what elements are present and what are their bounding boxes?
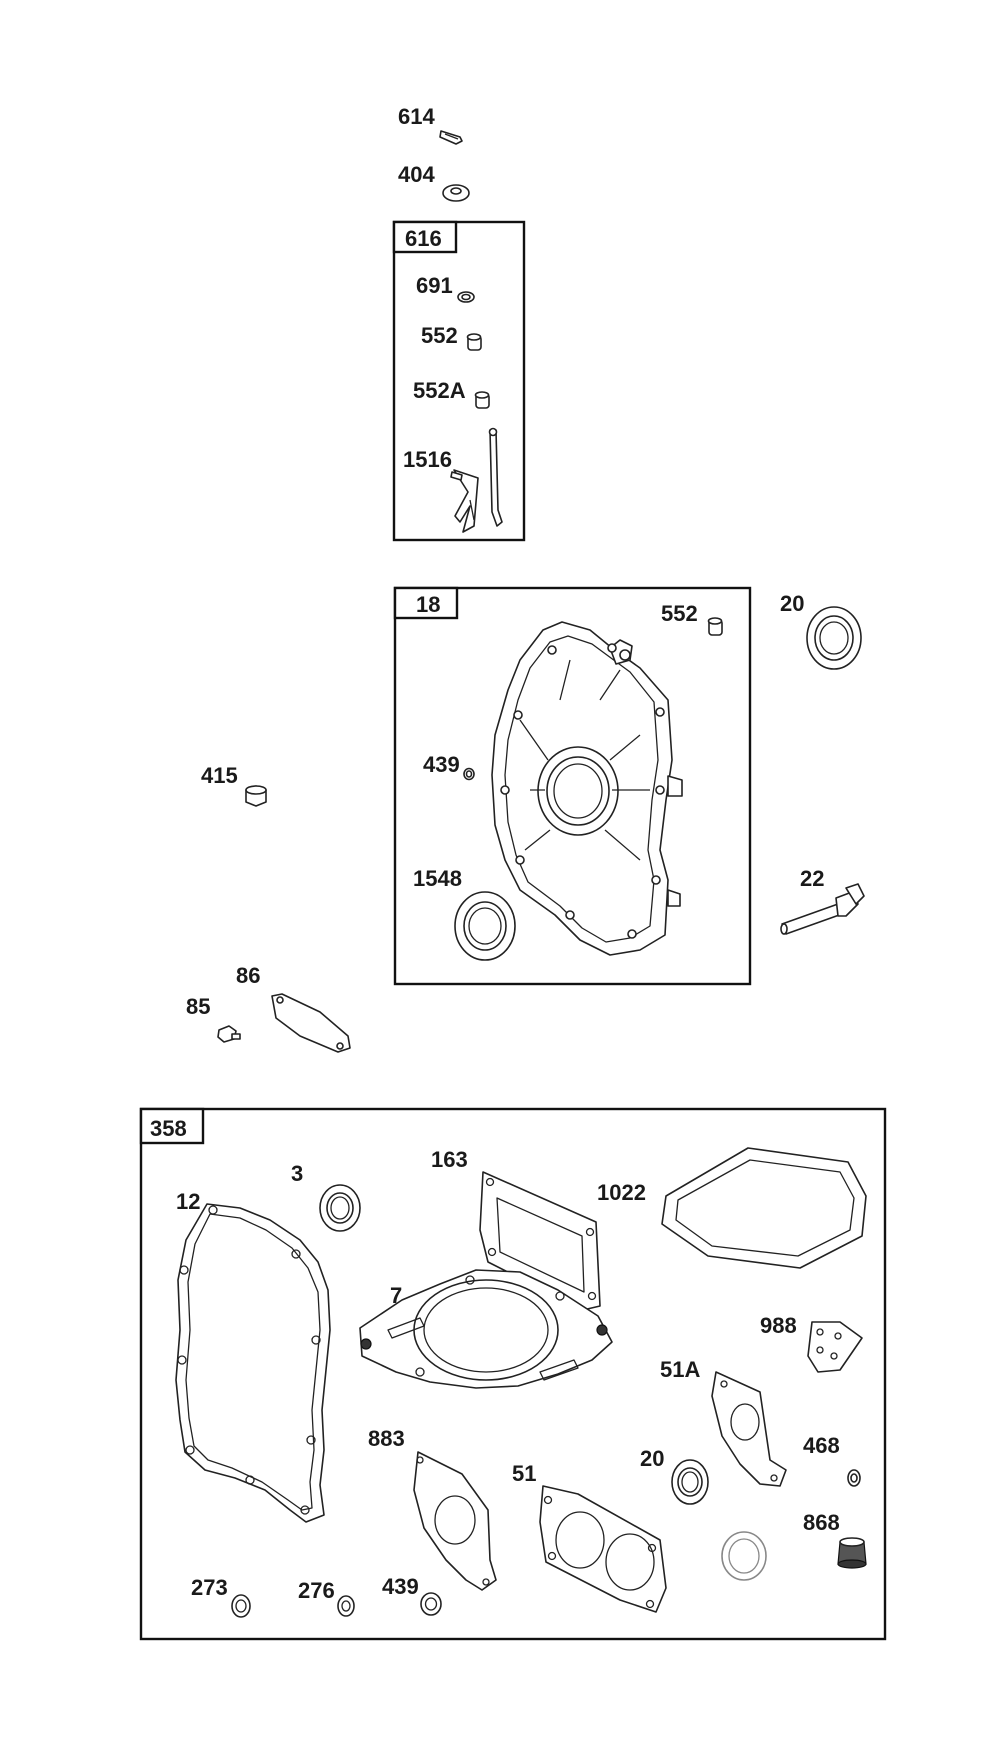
- part-20-oil-seal-b[interactable]: [671, 1459, 709, 1505]
- kit-label-358: 358: [150, 1116, 187, 1141]
- callout-1022: 1022: [597, 1180, 646, 1205]
- callout-552: 552: [421, 323, 458, 348]
- callout-439-a: 439: [423, 752, 460, 777]
- callout-1548: 1548: [413, 866, 462, 891]
- callout-20-b: 20: [640, 1446, 664, 1471]
- part-1516-governor-shaft[interactable]: [450, 427, 503, 533]
- callout-1516: 1516: [403, 447, 452, 472]
- part-51A-gasket[interactable]: [711, 1371, 787, 1487]
- part-883-gasket[interactable]: [413, 1451, 497, 1591]
- part-12-crankcase-gasket[interactable]: [175, 1203, 331, 1523]
- part-85-screw[interactable]: [217, 1025, 241, 1043]
- callout-883: 883: [368, 1426, 405, 1451]
- callout-552A: 552A: [413, 378, 466, 403]
- callout-3: 3: [291, 1161, 303, 1186]
- part-18-crankcase-cover[interactable]: [491, 621, 683, 956]
- part-691-ring[interactable]: [457, 291, 475, 303]
- callout-552-b: 552: [661, 601, 698, 626]
- part-468-ring[interactable]: [847, 1469, 861, 1487]
- part-3-oil-seal[interactable]: [319, 1184, 361, 1232]
- kit-label-18: 18: [416, 592, 440, 617]
- part-7-head-gasket[interactable]: [359, 1269, 613, 1389]
- part-552-bushing[interactable]: [466, 333, 482, 351]
- kit-box-358: [139, 1107, 887, 1641]
- part-988-plate[interactable]: [807, 1321, 863, 1373]
- part-51-gasket[interactable]: [539, 1485, 667, 1613]
- part-seal-ring: [721, 1531, 767, 1581]
- part-868-valve-seal[interactable]: [837, 1537, 867, 1569]
- part-552A-bushing[interactable]: [474, 391, 490, 409]
- part-1548-oil-seal[interactable]: [454, 891, 516, 961]
- callout-22: 22: [800, 866, 824, 891]
- callout-163: 163: [431, 1147, 468, 1172]
- part-552-bushing-b[interactable]: [707, 617, 723, 636]
- part-415-nut[interactable]: [245, 785, 267, 807]
- callout-404: 404: [398, 162, 435, 187]
- kit-label-616: 616: [405, 226, 442, 251]
- callout-85: 85: [186, 994, 210, 1019]
- callout-273: 273: [191, 1575, 228, 1600]
- part-276-ring[interactable]: [337, 1595, 355, 1617]
- callout-468: 468: [803, 1433, 840, 1458]
- part-22-bolt[interactable]: [780, 883, 865, 935]
- callout-51A: 51A: [660, 1357, 700, 1382]
- kit-box-18: [393, 586, 752, 986]
- part-273-ring[interactable]: [231, 1594, 251, 1618]
- callout-12: 12: [176, 1189, 200, 1214]
- callout-415: 415: [201, 763, 238, 788]
- part-1022-rocker-cover-gasket[interactable]: [661, 1147, 867, 1269]
- part-439-ring-b[interactable]: [420, 1592, 442, 1616]
- callout-868: 868: [803, 1510, 840, 1535]
- callout-988: 988: [760, 1313, 797, 1338]
- callout-439-b: 439: [382, 1574, 419, 1599]
- part-614-pin[interactable]: [439, 130, 463, 145]
- part-439-ring-a[interactable]: [463, 767, 475, 781]
- callout-51: 51: [512, 1461, 536, 1486]
- callout-20-a: 20: [780, 591, 804, 616]
- callout-86: 86: [236, 963, 260, 988]
- callout-7: 7: [390, 1283, 402, 1308]
- part-404-washer[interactable]: [442, 184, 470, 202]
- callout-691: 691: [416, 273, 453, 298]
- part-20-oil-seal-a[interactable]: [806, 606, 862, 670]
- callout-614: 614: [398, 104, 435, 129]
- kit-box-616: [392, 220, 526, 542]
- callout-276: 276: [298, 1578, 335, 1603]
- part-86-cover-plate[interactable]: [271, 993, 351, 1053]
